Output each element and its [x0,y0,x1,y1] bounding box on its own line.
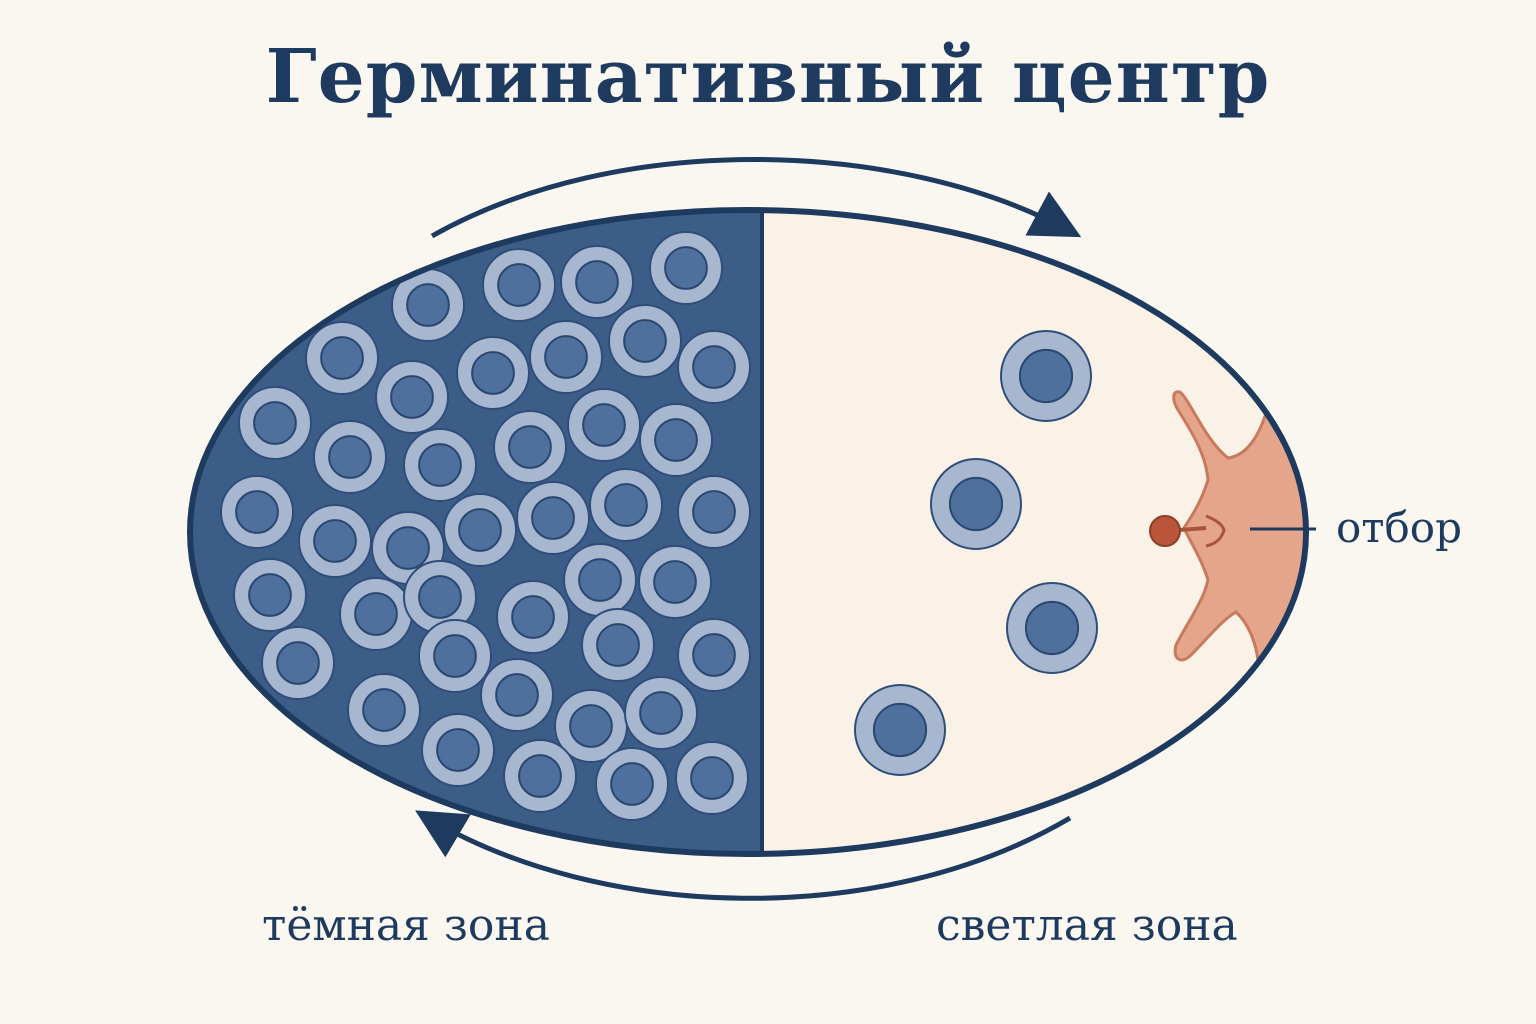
dark-zone-cells [220,231,751,821]
dark-zone-cell [675,741,749,815]
dark-zone-cell [496,580,570,654]
germinal-center-outline [187,207,1309,857]
dark-zone-cell [456,336,530,410]
dark-zone-cell [347,673,421,747]
dark-zone-cell [677,330,751,404]
dark-zone-cell [298,504,372,578]
dark-zone-cell [238,386,312,460]
diagram-title: Герминативный центр [265,34,1271,120]
dark-zone-cell [482,248,556,322]
dark-zone-cell [677,475,751,549]
dark-zone-label: тёмная зона [262,900,550,951]
dark-zone-cell [563,543,637,617]
dark-zone-cell [391,268,465,342]
synapse-cup [1205,514,1226,548]
selection-label: отбор [1336,503,1462,552]
dark-zone-cell [261,626,335,700]
dark-zone-cell [581,608,655,682]
dark-zone-cell [649,231,723,305]
dark-zone-cell [418,619,492,693]
dark-zone-cell [677,618,751,692]
light-zone-cell [1000,330,1092,422]
dark-zone-cell [560,245,634,319]
dark-zone-cell [639,403,713,477]
dark-zone-cell [421,713,495,787]
dark-zone-cell [339,577,413,651]
light-zone-cell [854,684,946,776]
selection-contact [1179,526,1207,532]
dark-zone-cell [554,689,628,763]
dark-zone-cell [480,658,554,732]
dark-zone-cell [608,304,682,378]
dark-zone-cell [313,420,387,494]
light-zone-label: светлая зона [936,900,1238,951]
dark-zone-cell [403,428,477,502]
light-zone-cells [854,330,1098,776]
dark-zone-cell [493,410,567,484]
dark-zone-cell [516,481,590,555]
dark-zone-cell [503,739,577,813]
dark-zone-cell [638,545,712,619]
antigen-bearing-cell-icon [1149,515,1181,547]
dark-zone-cell [305,321,379,395]
arrow-dark-to-light-icon [430,157,1082,239]
light-zone-cell [930,458,1022,550]
dark-zone-cell [220,475,294,549]
dark-zone-cell [443,493,517,567]
dark-zone-cell [233,558,307,632]
arrow-light-to-dark-icon [415,810,1072,901]
dark-zone-cell [595,747,669,821]
dark-zone-cell [567,388,641,462]
light-zone-cell [1006,582,1098,674]
dark-zone-cell [403,560,477,634]
dark-zone-cell [624,676,698,750]
dark-zone-cell [589,468,663,542]
dark-zone-cell [375,360,449,434]
dark-zone-cell [529,320,603,394]
